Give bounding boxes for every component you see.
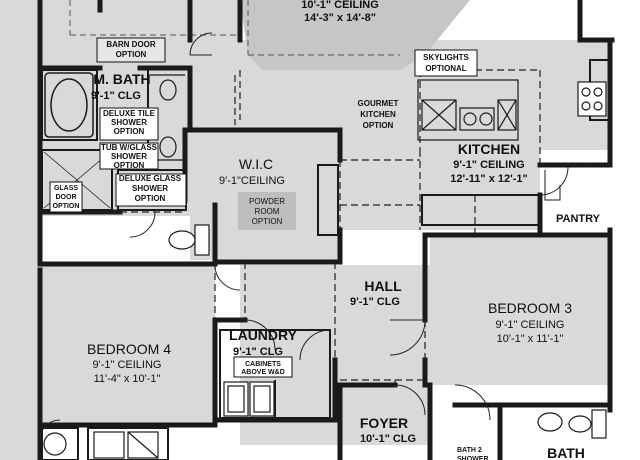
- bath-fixtures: [43, 409, 607, 459]
- kitchen-island: [417, 79, 519, 141]
- dashed-lines: [120, 69, 610, 388]
- bedroom3-dims: 10'-1" x 11'-1": [497, 333, 564, 345]
- bath-title: BATH: [547, 445, 585, 460]
- laundry-ceiling: 9'-1" CLG: [233, 346, 283, 358]
- top-room-ceiling: 10'-1" CEILING: [301, 0, 379, 11]
- kitchen-ceiling: 9'-1" CEILING: [453, 159, 524, 171]
- master-bath-title: M. BATH: [93, 71, 150, 87]
- wic-ceiling: 9'-1"CEILING: [219, 175, 285, 187]
- range-cooktop: [577, 81, 607, 117]
- master-sinks: [150, 74, 185, 161]
- pantry-shelves: [544, 170, 561, 201]
- powder-label-box: [238, 192, 296, 230]
- hall-title: HALL: [364, 278, 402, 294]
- wic-title: W.I.C: [239, 156, 273, 172]
- laundry-title: LAUNDRY: [229, 327, 298, 343]
- master-bath-ceiling: 9'-1" CLG: [91, 90, 141, 102]
- kitchen-title: KITCHEN: [458, 141, 520, 157]
- vaulted-zone: [240, 0, 470, 70]
- foyer-title: FOYER: [360, 415, 408, 431]
- top-partial-labels: 10'-1" CEILING 14'-3" x 14'-8": [301, 0, 379, 24]
- bedroom3-ceiling: 9'-1" CEILING: [496, 319, 565, 331]
- washer-dryer: [223, 381, 275, 417]
- powder-toilet: [168, 224, 210, 256]
- foyer-ceiling: 10'-1" CLG: [360, 433, 416, 445]
- bedroom3-title: BEDROOM 3: [488, 300, 572, 316]
- bedroom4-title: BEDROOM 4: [87, 341, 171, 357]
- label-boxes: [49, 37, 478, 378]
- bedroom4-ceiling: 9'-1" CEILING: [93, 359, 162, 371]
- tub-fixture: [44, 72, 94, 138]
- pantry-label: PANTRY: [556, 213, 601, 225]
- kitchen-dims: 12'-11" x 12'-1": [450, 173, 527, 185]
- hall-ceiling: 9'-1" CLG: [350, 296, 400, 308]
- bedroom4-dims: 11'-4" x 10'-1": [94, 373, 161, 385]
- top-room-dims: 14'-3" x 14'-8": [304, 12, 376, 24]
- doors: [39, 32, 569, 441]
